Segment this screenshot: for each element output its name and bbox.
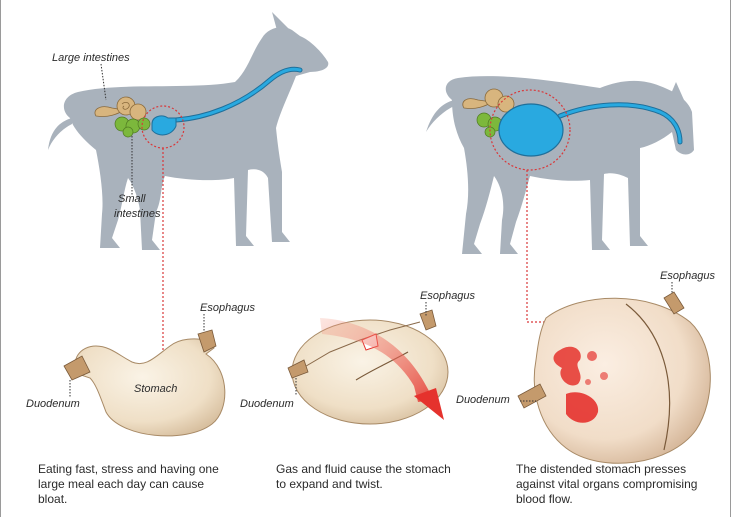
caption-stage-3: The distended stomach presses against vi… (516, 462, 706, 507)
small-intestines-label-line1: Small (118, 193, 146, 206)
caption-stage-1: Eating fast, stress and having one large… (38, 462, 234, 507)
duodenum-label-2: Duodenum (240, 398, 294, 411)
small-intestines-label-line2: intestines (114, 208, 160, 221)
dog-silhouette-1 (48, 12, 328, 250)
stage3-connector (527, 170, 558, 322)
esophagus-label-1: Esophagus (200, 302, 255, 315)
caption-stage-2: Gas and fluid cause the stomach to expan… (276, 462, 462, 492)
esophagus-label-3: Esophagus (660, 270, 715, 283)
stomach-twisting (288, 310, 448, 424)
esophagus-label-2: Esophagus (420, 290, 475, 303)
stomach-distended (518, 292, 710, 463)
large-intestines-label: Large intestines (52, 52, 130, 65)
duodenum-label-3: Duodenum (456, 394, 510, 407)
duodenum-label-1: Duodenum (26, 398, 80, 411)
stomach-label: Stomach (134, 383, 177, 396)
